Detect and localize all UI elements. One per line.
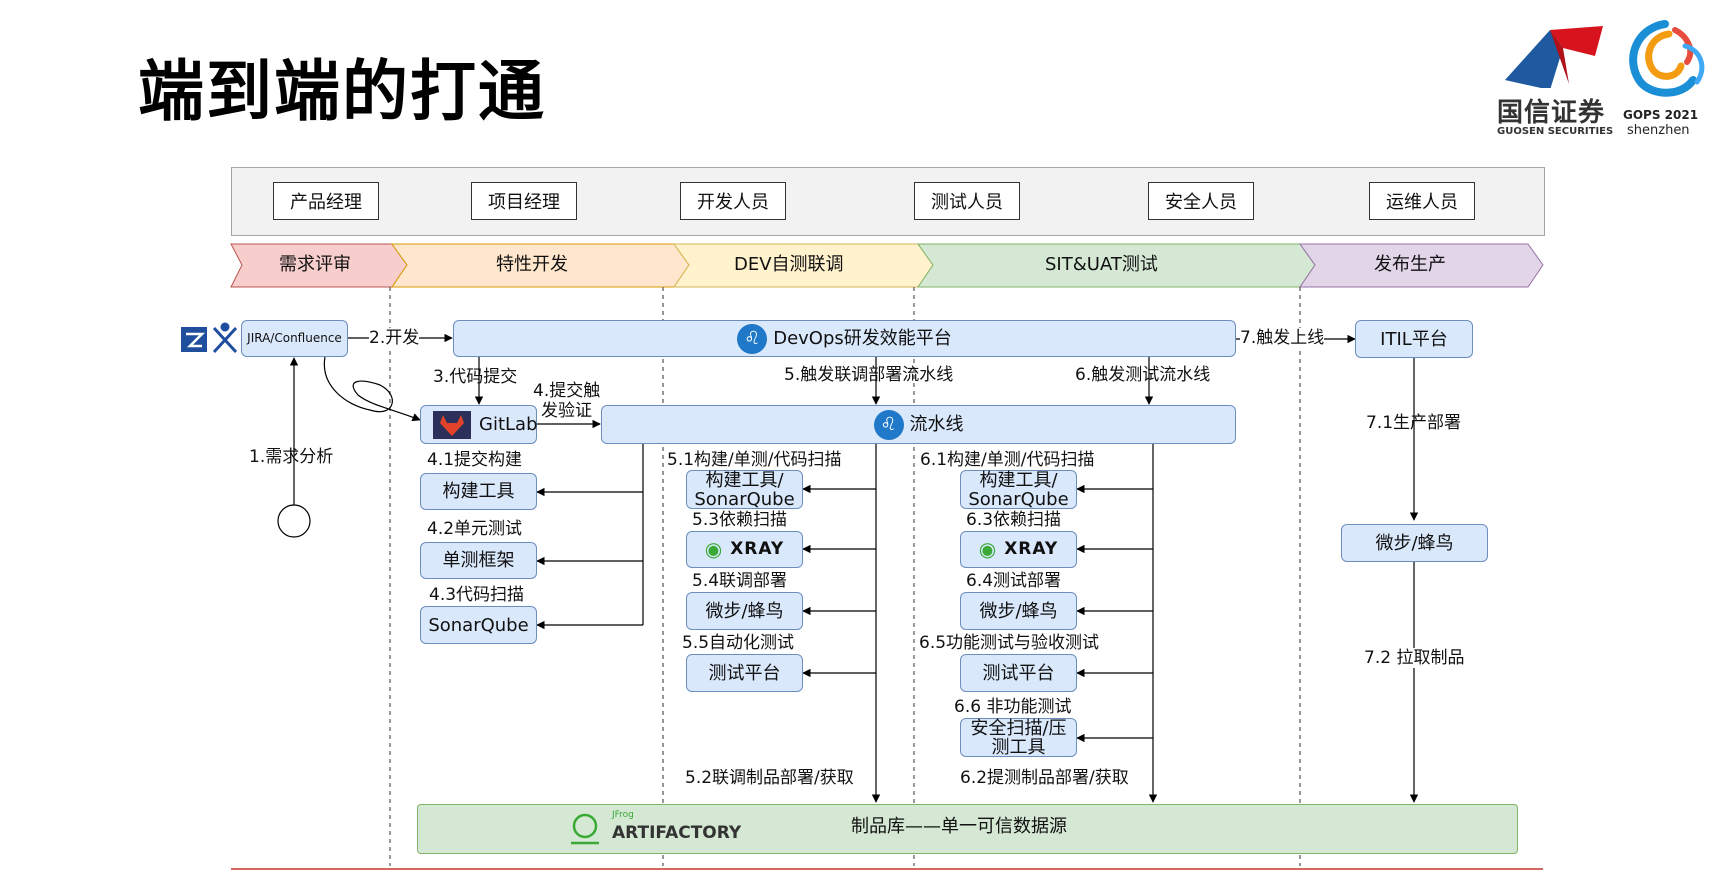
role-developer: 开发人员 [680, 182, 786, 220]
label-5-5: 5.5自动化测试 [682, 633, 795, 653]
xray-label: XRAY [1004, 539, 1059, 559]
stage-release: 发布生产 [1374, 254, 1446, 275]
test-platform-node-dev: 测试平台 [686, 654, 803, 692]
jfrog-label: JFrog [612, 810, 634, 820]
gops-logo: GOPS 2021 shenzhen [1615, 16, 1715, 140]
guosen-logo: 国信证券 GUOSEN SECURITIES [1495, 18, 1625, 138]
label-submit-build: 4.1提交构建 [427, 450, 523, 470]
role-project-manager: 项目经理 [471, 182, 577, 220]
deploy-node-test: 微步/蜂鸟 [960, 592, 1077, 630]
devops-lion-icon: ♌ [737, 323, 768, 354]
itil-platform-node: ITIL平台 [1355, 320, 1473, 358]
confluence-icon [212, 322, 238, 354]
artifact-repo-label: 制品库——单一可信数据源 [851, 816, 1067, 837]
stage-chevron-release [1299, 243, 1544, 288]
stage-dev-test: DEV自测联调 [734, 254, 844, 275]
devops-platform-node: ♌ DevOps研发效能平台 [453, 320, 1236, 357]
devops-platform-label: DevOps研发效能平台 [773, 328, 952, 349]
label-6-6: 6.6 非功能测试 [954, 697, 1072, 717]
xray-node-test: ◉ XRAY [960, 531, 1077, 568]
gops-name: GOPS 2021 [1623, 108, 1699, 122]
gitlab-icon [433, 410, 471, 439]
role-tester: 测试人员 [914, 182, 1020, 220]
guosen-name: 国信证券 [1497, 98, 1606, 128]
role-operations: 运维人员 [1369, 182, 1475, 220]
build-sonar-node-test: 构建工具/ SonarQube [960, 470, 1077, 509]
stage-separators [389, 287, 1301, 866]
build-tool-node: 构建工具 [420, 473, 537, 510]
jira-icon [181, 327, 207, 352]
label-6-2: 6.2提测制品部署/获取 [960, 768, 1129, 788]
test-platform-node-test: 测试平台 [960, 654, 1077, 692]
pipeline-node: ♌ 流水线 [601, 405, 1236, 444]
label-5-1: 5.1构建/单测/代码扫描 [667, 450, 842, 470]
page-title: 端到端的打通 [138, 53, 546, 130]
stage-chevrons [230, 243, 1544, 288]
label-trigger-verify-1: 4.提交触 [533, 381, 601, 401]
deploy-node-dev: 微步/蜂鸟 [686, 592, 803, 630]
artifactory-logo: JFrog ARTIFACTORY [568, 810, 741, 850]
label-trigger-test: 6.触发测试流水线 [1075, 365, 1211, 385]
jira-confluence-node: JIRA/Confluence [241, 320, 348, 357]
actor-start-node [277, 504, 311, 538]
gitlab-label: GitLab [479, 414, 538, 435]
label-pull-artifact: 7.2 拉取制品 [1364, 648, 1465, 668]
security-tools-line2: 测工具 [991, 736, 1046, 758]
xray-eye-icon: ◉ [978, 537, 997, 561]
label-6-5: 6.5功能测试与验收测试 [919, 633, 1100, 653]
label-prod-deploy: 7.1生产部署 [1366, 413, 1462, 433]
label-trigger-release: 7.触发上线 [1240, 328, 1325, 348]
build-sonar-line2: SonarQube [694, 488, 795, 510]
gops-city: shenzhen [1627, 123, 1690, 138]
label-trigger-verify-2: 发验证 [541, 401, 592, 421]
guosen-name-en: GUOSEN SECURITIES [1497, 126, 1614, 137]
label-6-1: 6.1构建/单测/代码扫描 [920, 450, 1095, 470]
roles-bar [231, 167, 1545, 236]
label-unit-testing: 4.2单元测试 [427, 519, 523, 539]
security-tools-line1: 安全扫描/压 [970, 717, 1067, 739]
stage-requirements: 需求评审 [279, 254, 351, 275]
label-code-scan: 4.3代码扫描 [429, 585, 525, 605]
label-5-4: 5.4联调部署 [692, 571, 788, 591]
xray-eye-icon: ◉ [704, 537, 723, 561]
label-6-4: 6.4测试部署 [966, 571, 1062, 591]
gitlab-node: GitLab [420, 405, 538, 444]
prod-deploy-node: 微步/蜂鸟 [1341, 524, 1488, 562]
label-6-3: 6.3依赖扫描 [966, 510, 1062, 530]
security-tools-node: 安全扫描/压 测工具 [960, 718, 1077, 757]
pipeline-lion-icon: ♌ [873, 409, 904, 440]
build-sonar-line1: 构建工具/ [705, 469, 784, 491]
label-req-analysis: 1.需求分析 [249, 447, 334, 467]
guosen-mark-icon [1505, 26, 1603, 88]
build-sonar-node-dev: 构建工具/ SonarQube [686, 470, 803, 509]
xray-label: XRAY [730, 539, 785, 559]
role-product-manager: 产品经理 [273, 182, 379, 220]
stage-sit-uat: SIT&UAT测试 [1045, 254, 1158, 275]
label-code-commit: 3.代码提交 [433, 367, 518, 387]
artifact-repository-bar [417, 804, 1518, 854]
artifactory-label: ARTIFACTORY [612, 823, 742, 843]
build-sonar-line1: 构建工具/ [979, 469, 1058, 491]
label-5-3: 5.3依赖扫描 [692, 510, 788, 530]
sonarqube-node: SonarQube [420, 606, 537, 644]
label-trigger-integration: 5.触发联调部署流水线 [784, 365, 954, 385]
pipeline-label: 流水线 [909, 414, 964, 435]
stage-feature-dev: 特性开发 [496, 254, 568, 275]
xray-node-dev: ◉ XRAY [686, 531, 803, 568]
role-security: 安全人员 [1148, 182, 1254, 220]
unit-test-framework-node: 单测框架 [420, 542, 537, 579]
gops-swirl-icon [1629, 20, 1705, 97]
label-5-2: 5.2联调制品部署/获取 [685, 768, 854, 788]
build-sonar-line2: SonarQube [968, 488, 1069, 510]
artifactory-ring-icon [571, 813, 599, 845]
label-develop: 2.开发 [369, 328, 420, 348]
